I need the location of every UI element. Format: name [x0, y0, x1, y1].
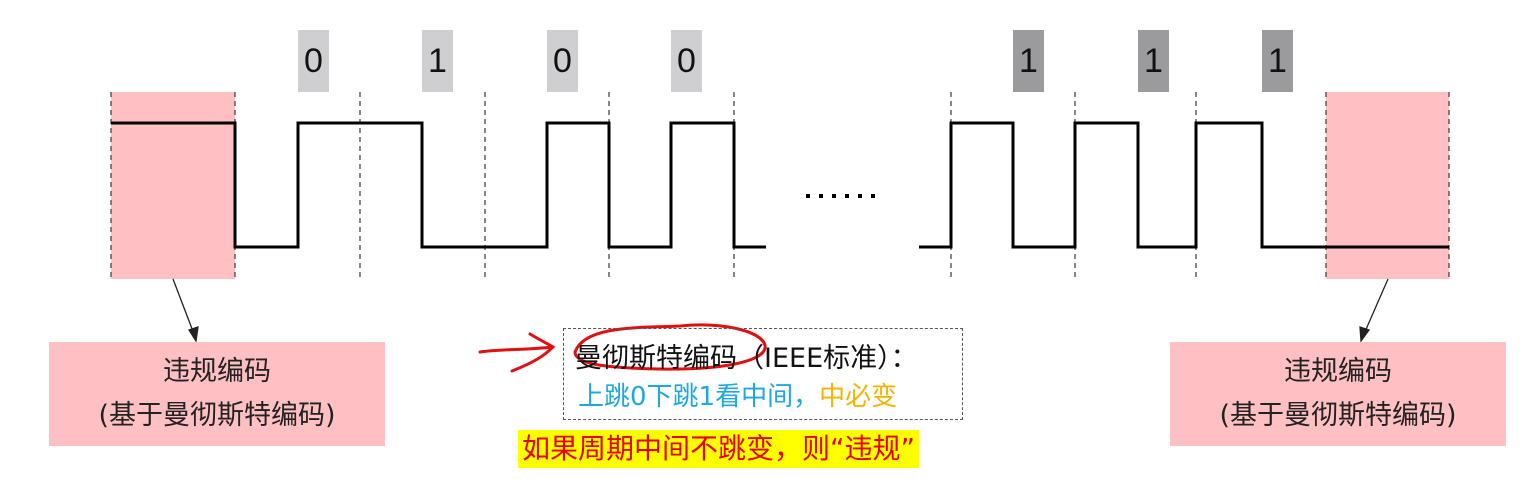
ellipsis-dots: [806, 194, 875, 198]
note-rule-line: 上跳0下跳1看中间，中必变: [578, 376, 897, 413]
red-annotation: [478, 323, 767, 373]
violation-caption-left: 违规编码 (基于曼彻斯特编码): [49, 342, 385, 446]
violation-highlight-text: 如果周期中间不跳变，则“违规”: [518, 430, 920, 468]
manchester-note-box: [563, 328, 963, 420]
violation-caption-title: 违规编码: [163, 356, 271, 387]
waveform-left: [111, 121, 766, 249]
bit-label: 1: [1013, 30, 1044, 92]
note-rule-orange: 中必变: [819, 382, 898, 412]
note-rule-blue: 上跳0下跳1看中间，: [578, 382, 820, 412]
violation-caption-title: 违规编码: [1284, 356, 1392, 387]
red-ellipse-icon: [573, 323, 767, 371]
bit-label: 1: [1262, 30, 1293, 92]
note-title: 曼彻斯特编码: [575, 343, 737, 374]
violation-region-right: [1326, 92, 1449, 279]
period-boundaries: [110, 92, 1450, 279]
bit-label: 0: [298, 30, 329, 92]
violation-caption-subtitle: (基于曼彻斯特编码): [98, 400, 336, 431]
pointer-arrows: [172, 278, 1389, 343]
bit-label: 1: [1138, 30, 1169, 92]
note-title-suffix: （IEEE标准）：: [737, 343, 918, 374]
violation-caption-right: 违规编码 (基于曼彻斯特编码): [1170, 342, 1506, 446]
violation-region-left: [111, 92, 235, 279]
bit-label: 0: [547, 30, 578, 92]
note-title-line: 曼彻斯特编码（IEEE标准）：: [575, 336, 918, 375]
bit-label: 0: [671, 30, 702, 92]
red-arrow-icon: [478, 332, 556, 373]
bit-label: 1: [422, 30, 453, 92]
waveform-right: [919, 121, 1449, 249]
violation-caption-subtitle: (基于曼彻斯特编码): [1219, 400, 1457, 431]
